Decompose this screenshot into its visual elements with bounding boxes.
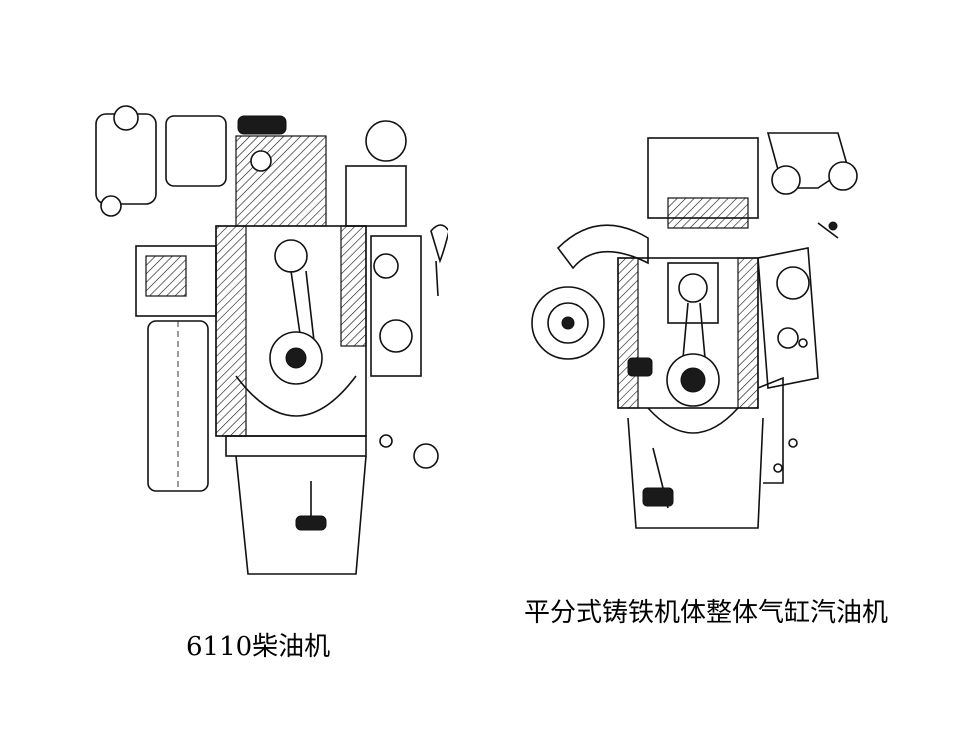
diesel-engine-cross-section (95, 105, 450, 575)
diesel-engine-drawing (86, 96, 450, 596)
diesel-engine-caption: 6110柴油机 (186, 632, 331, 662)
gasoline-engine-cross-section (531, 132, 858, 529)
gasoline-engine-caption: 平分式铸铁机体整体气缸汽油机 (524, 598, 889, 628)
gasoline-engine-drawing (518, 128, 878, 548)
